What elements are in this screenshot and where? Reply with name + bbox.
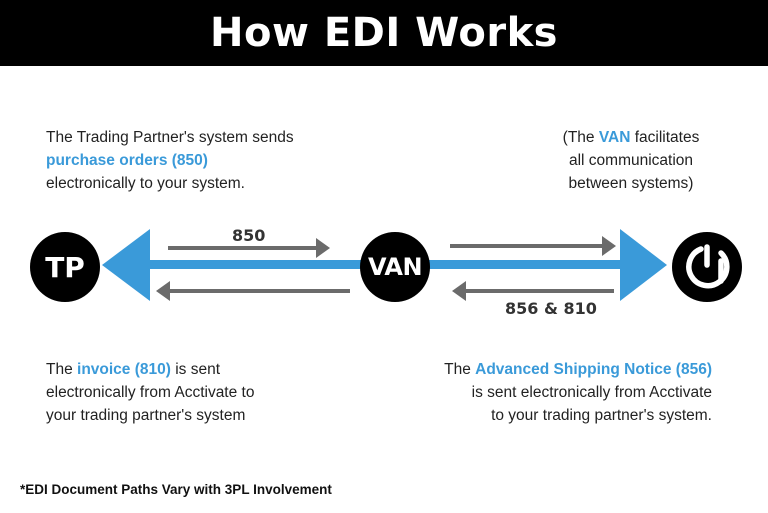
gray-arrow-tp-to-van xyxy=(168,238,330,258)
van-node: VAN xyxy=(360,232,430,302)
blue-arrowhead-left xyxy=(102,229,150,301)
footnote: *EDI Document Paths Vary with 3PL Involv… xyxy=(20,482,332,497)
asn-line-1: The Advanced Shipping Notice (856) xyxy=(392,358,712,381)
power-a-logo-icon xyxy=(686,244,730,289)
van-line-2: all communication xyxy=(568,152,694,169)
gray-arrow-van-to-acctivate xyxy=(450,236,616,256)
van-label: VAN xyxy=(367,253,423,281)
invoice-highlight: invoice (810) xyxy=(77,361,171,378)
gray-arrowhead-right xyxy=(316,238,330,258)
asn-line-2: is sent electronically from Acctivate xyxy=(471,384,712,401)
van-line-1-post: facilitates xyxy=(630,129,700,146)
gray-arrow-van-to-tp xyxy=(156,281,350,301)
invoice-line-2: electronically from Acctivate to xyxy=(46,384,255,401)
trading-partner-node: TP xyxy=(30,232,100,302)
blue-arrowhead-right xyxy=(620,229,667,301)
invoice-description: The invoice (810) is sent electronically… xyxy=(46,358,254,427)
acctivate-node xyxy=(672,232,742,302)
van-highlight: VAN xyxy=(598,129,631,146)
invoice-line-1: The invoice (810) is sent xyxy=(46,358,254,381)
invoice-line-1-pre: The xyxy=(46,361,78,378)
van-facilitates-description: (The VAN facilitates all communication b… xyxy=(540,126,722,195)
asn-description: The Advanced Shipping Notice (856) is se… xyxy=(392,358,712,427)
gray-arrowhead-left xyxy=(156,281,170,301)
asn-line-1-pre: The xyxy=(444,361,476,378)
van-line-3: between systems) xyxy=(568,175,694,192)
page-title: How EDI Works xyxy=(210,10,558,56)
gray-arrow-acctivate-to-van xyxy=(452,281,614,301)
tp-sends-description: The Trading Partner's system sends purch… xyxy=(46,126,294,195)
invoice-line-3: your trading partner's system xyxy=(46,407,246,424)
tp-sends-line-3: electronically to your system. xyxy=(46,175,245,192)
van-line-1: (The VAN facilitates xyxy=(540,126,722,149)
invoice-line-1-post: is sent xyxy=(170,361,221,378)
purchase-orders-highlight: purchase orders (850) xyxy=(46,152,208,169)
trading-partner-label: TP xyxy=(45,250,85,284)
asn-highlight: Advanced Shipping Notice (856) xyxy=(475,361,712,378)
tp-sends-line-1: The Trading Partner's system sends xyxy=(46,129,294,146)
arrow-label-850: 850 xyxy=(232,226,266,245)
asn-line-3: to your trading partner's system. xyxy=(491,407,712,424)
arrow-label-856-810: 856 & 810 xyxy=(505,299,597,318)
gray-arrowhead-right xyxy=(602,236,616,256)
gray-arrowhead-left xyxy=(452,281,466,301)
van-line-1-pre: (The xyxy=(562,129,599,146)
title-banner: How EDI Works xyxy=(0,0,768,66)
